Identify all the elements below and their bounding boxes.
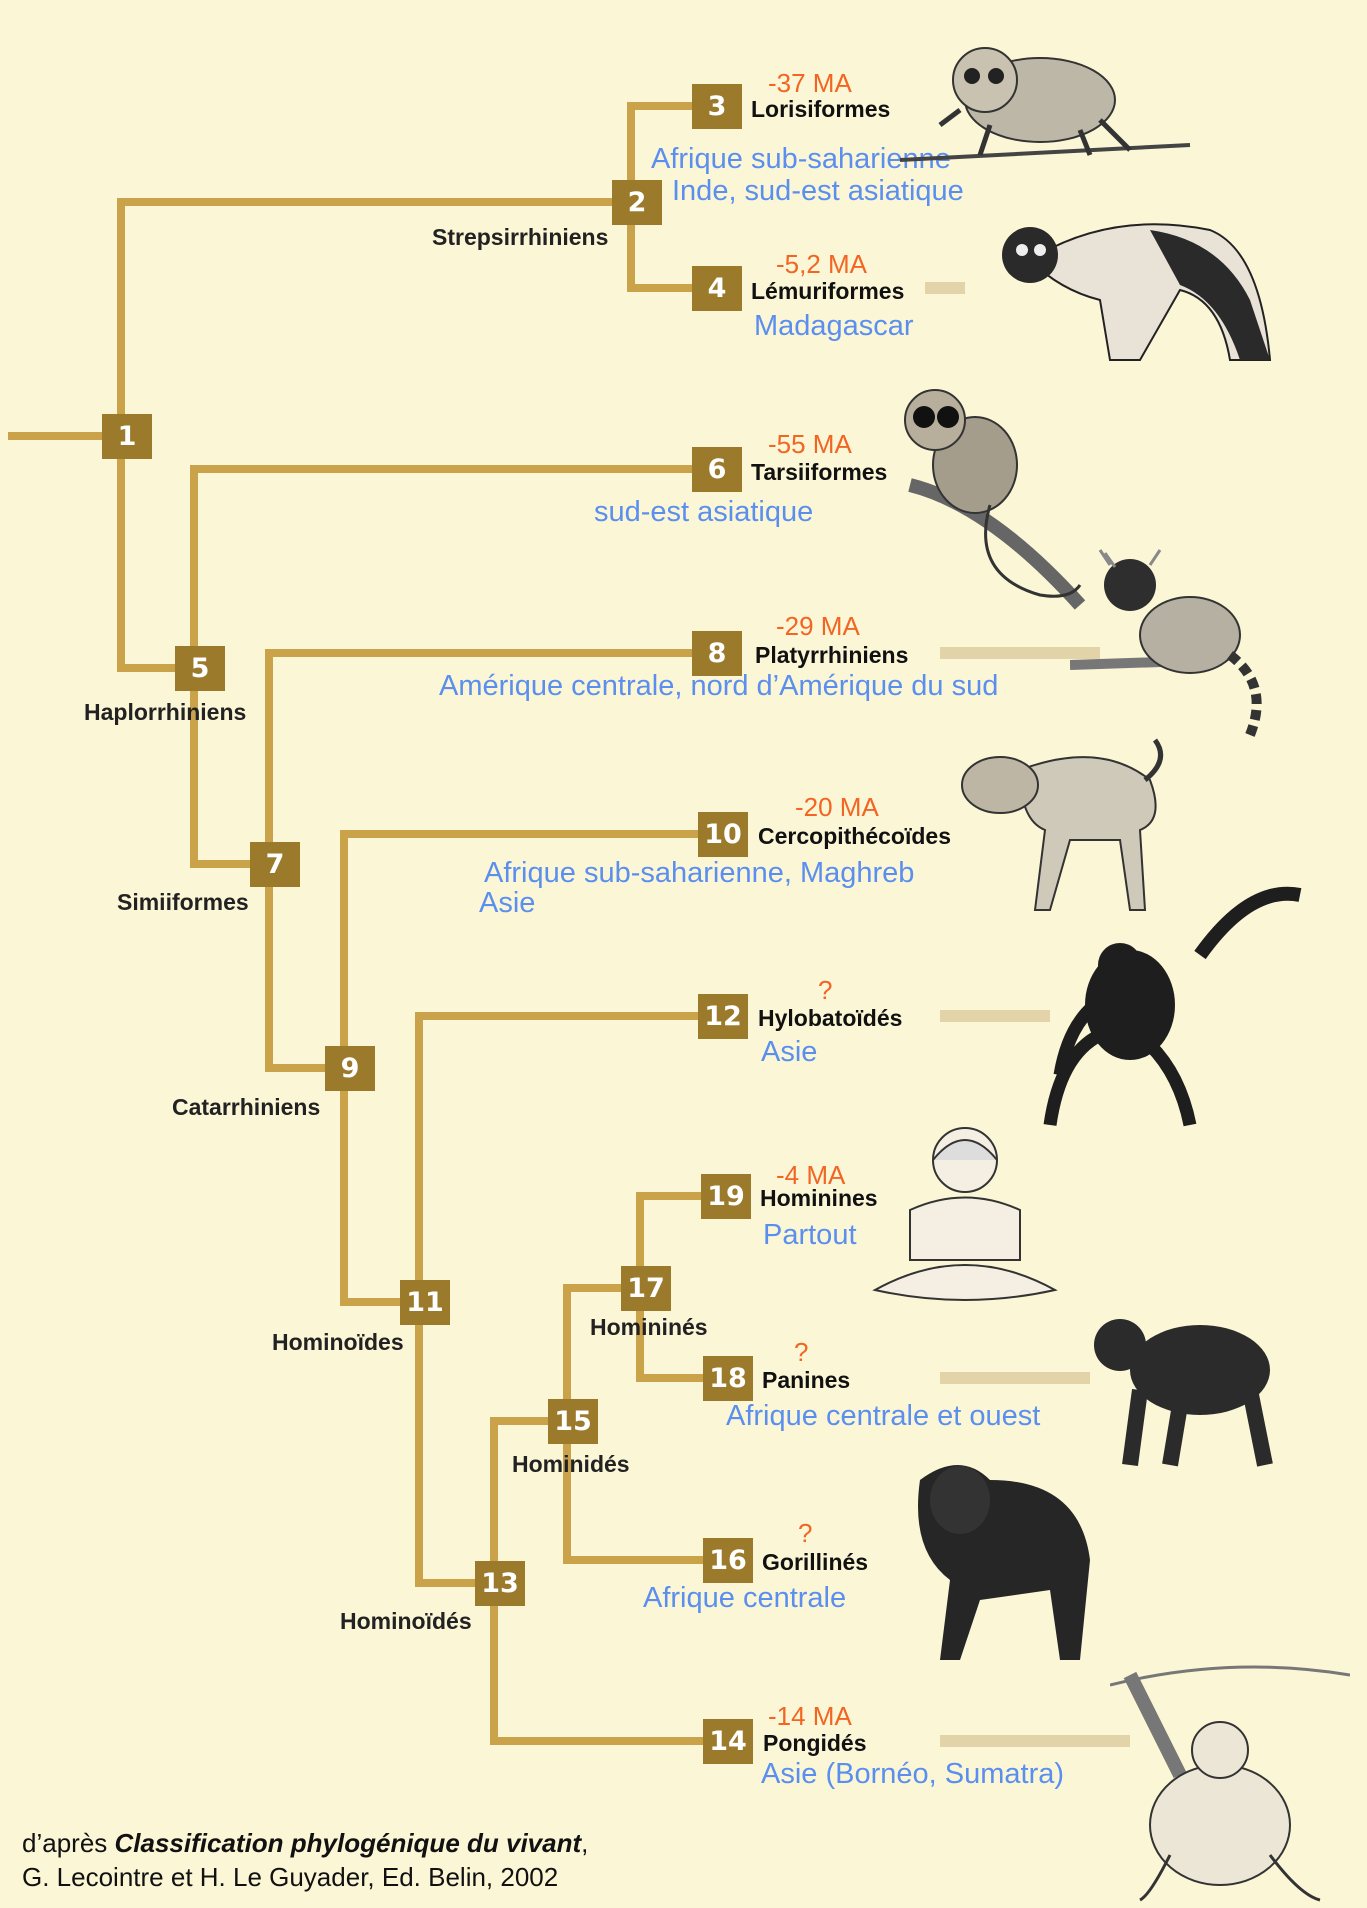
- node-15: 15: [548, 1399, 598, 1444]
- lemur-illustration: [990, 190, 1280, 370]
- citation: d’après Classification phylogénique du v…: [22, 1826, 588, 1894]
- citation-prefix: d’après: [22, 1828, 115, 1858]
- citation-book-title: Classification phylogénique du vivant: [115, 1828, 582, 1858]
- orangutan-illustration: [1110, 1655, 1350, 1905]
- geo-cercopithecoides-1: Afrique sub-saharienne, Maghreb: [484, 857, 914, 890]
- age-platyrrhiniens: -29 MA: [776, 611, 860, 642]
- age-cercopithecoides: -20 MA: [795, 792, 879, 823]
- branch-11-12: [419, 1016, 723, 1302]
- clade-label-hominides: Hominidés: [512, 1451, 630, 1478]
- node-19: 19: [701, 1174, 751, 1219]
- taxon-name-cercopithecoides: Cercopithécoïdes: [758, 823, 951, 850]
- age-lorisiformes: -37 MA: [768, 68, 852, 99]
- branch-7-9: [269, 864, 350, 1068]
- branch-11-13: [419, 1302, 500, 1583]
- taxon-name-gorillines: Gorillinés: [762, 1549, 868, 1576]
- taxon-name-hylobatoides: Hylobatoïdés: [758, 1005, 902, 1032]
- marmoset-illustration: [1070, 545, 1290, 745]
- geo-gorillines: Afrique centrale: [643, 1582, 846, 1615]
- taxon-name-tarsiiformes: Tarsiiformes: [751, 459, 887, 486]
- clade-label-strepsirrhiniens: Strepsirrhiniens: [432, 224, 608, 251]
- geo-tarsiiformes: sud-est asiatique: [594, 496, 813, 529]
- clade-label-hominoides: Hominoïdes: [272, 1329, 404, 1356]
- branch-13-15: [494, 1421, 573, 1583]
- citation-suffix: ,: [581, 1828, 588, 1858]
- geo-pongides: Asie (Bornéo, Sumatra): [761, 1758, 1064, 1791]
- citation-line-2: G. Lecointre et H. Le Guyader, Ed. Belin…: [22, 1860, 588, 1894]
- branch-9-11: [344, 1068, 425, 1302]
- geo-panines: Afrique centrale et ouest: [726, 1400, 1040, 1433]
- clade-label-catarrhiniens: Catarrhiniens: [172, 1094, 320, 1121]
- branch-1-5: [121, 436, 200, 668]
- node-10: 10: [698, 812, 748, 857]
- tarsier-illustration: [880, 375, 1090, 615]
- taxon-name-lorisiformes: Lorisiformes: [751, 96, 890, 123]
- geo-cercopithecoides-2: Asie: [479, 887, 535, 920]
- geo-hylobatoides: Asie: [761, 1036, 817, 1069]
- node-5: 5: [175, 646, 225, 691]
- clade-label-haplorrhiniens: Haplorrhiniens: [84, 699, 246, 726]
- node-9: 9: [325, 1046, 375, 1091]
- node-12: 12: [698, 994, 748, 1039]
- node-4: 4: [692, 266, 742, 311]
- node-11: 11: [400, 1280, 450, 1325]
- clade-label-hominines: Homininés: [590, 1314, 708, 1341]
- node-17: 17: [621, 1266, 671, 1311]
- node-14: 14: [703, 1719, 753, 1764]
- branch-5-7: [194, 668, 275, 864]
- loris-illustration: [900, 30, 1200, 180]
- age-pongides: -14 MA: [768, 1701, 852, 1732]
- taxon-name-pongides: Pongidés: [763, 1730, 867, 1757]
- connector-bar-18: [940, 1372, 1090, 1384]
- clade-label-simiiformes: Simiiformes: [117, 889, 249, 916]
- node-1: 1: [102, 414, 152, 459]
- node-3: 3: [692, 84, 742, 129]
- clade-label-hominoides-2: Hominoïdés: [340, 1608, 472, 1635]
- gibbon-illustration: [1020, 875, 1320, 1145]
- citation-line-1: d’après Classification phylogénique du v…: [22, 1826, 588, 1860]
- node-16: 16: [703, 1538, 753, 1583]
- age-tarsiiformes: -55 MA: [768, 429, 852, 460]
- connector-bar-14: [940, 1735, 1130, 1747]
- gorilla-illustration: [880, 1440, 1110, 1670]
- node-2: 2: [612, 180, 662, 225]
- human-illustration: [870, 1120, 1060, 1310]
- geo-lemuriformes: Madagascar: [754, 310, 914, 343]
- node-6: 6: [692, 447, 742, 492]
- node-7: 7: [250, 842, 300, 887]
- age-lemuriformes: -5,2 MA: [776, 249, 867, 280]
- age-hylobatoides: ?: [818, 975, 832, 1006]
- taxon-name-platyrrhiniens: Platyrrhiniens: [755, 642, 908, 669]
- age-panines: ?: [794, 1337, 808, 1368]
- connector-bar-4: [925, 282, 965, 294]
- age-hominines: -4 MA: [776, 1160, 845, 1191]
- taxon-name-panines: Panines: [762, 1367, 850, 1394]
- node-18: 18: [703, 1356, 753, 1401]
- geo-hominines: Partout: [763, 1219, 857, 1252]
- geo-platyrrhiniens: Amérique centrale, nord d’Amérique du su…: [439, 670, 998, 703]
- age-gorillines: ?: [798, 1518, 812, 1549]
- taxon-name-lemuriformes: Lémuriformes: [751, 278, 904, 305]
- node-13: 13: [475, 1561, 525, 1606]
